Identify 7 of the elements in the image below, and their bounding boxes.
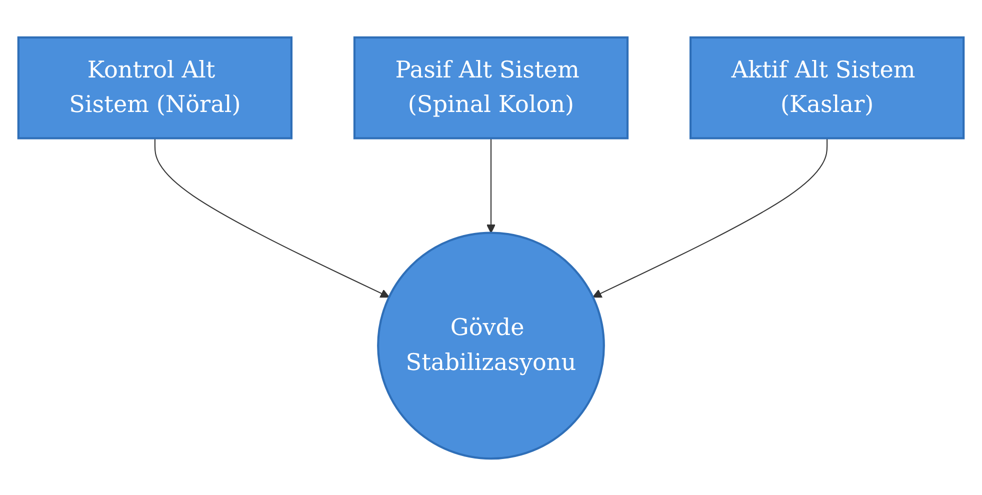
arrow [154, 138, 390, 298]
arrow [486, 138, 496, 233]
node-box: Pasif Alt Sistem (Spinal Kolon) [353, 36, 629, 139]
node-circle: Gövde Stabilizasyonu [377, 231, 605, 460]
node-box: Kontrol Alt Sistem (Nöral) [17, 36, 292, 139]
arrow [592, 138, 828, 298]
node-box: Aktif Alt Sistem (Kaslar) [690, 36, 965, 139]
